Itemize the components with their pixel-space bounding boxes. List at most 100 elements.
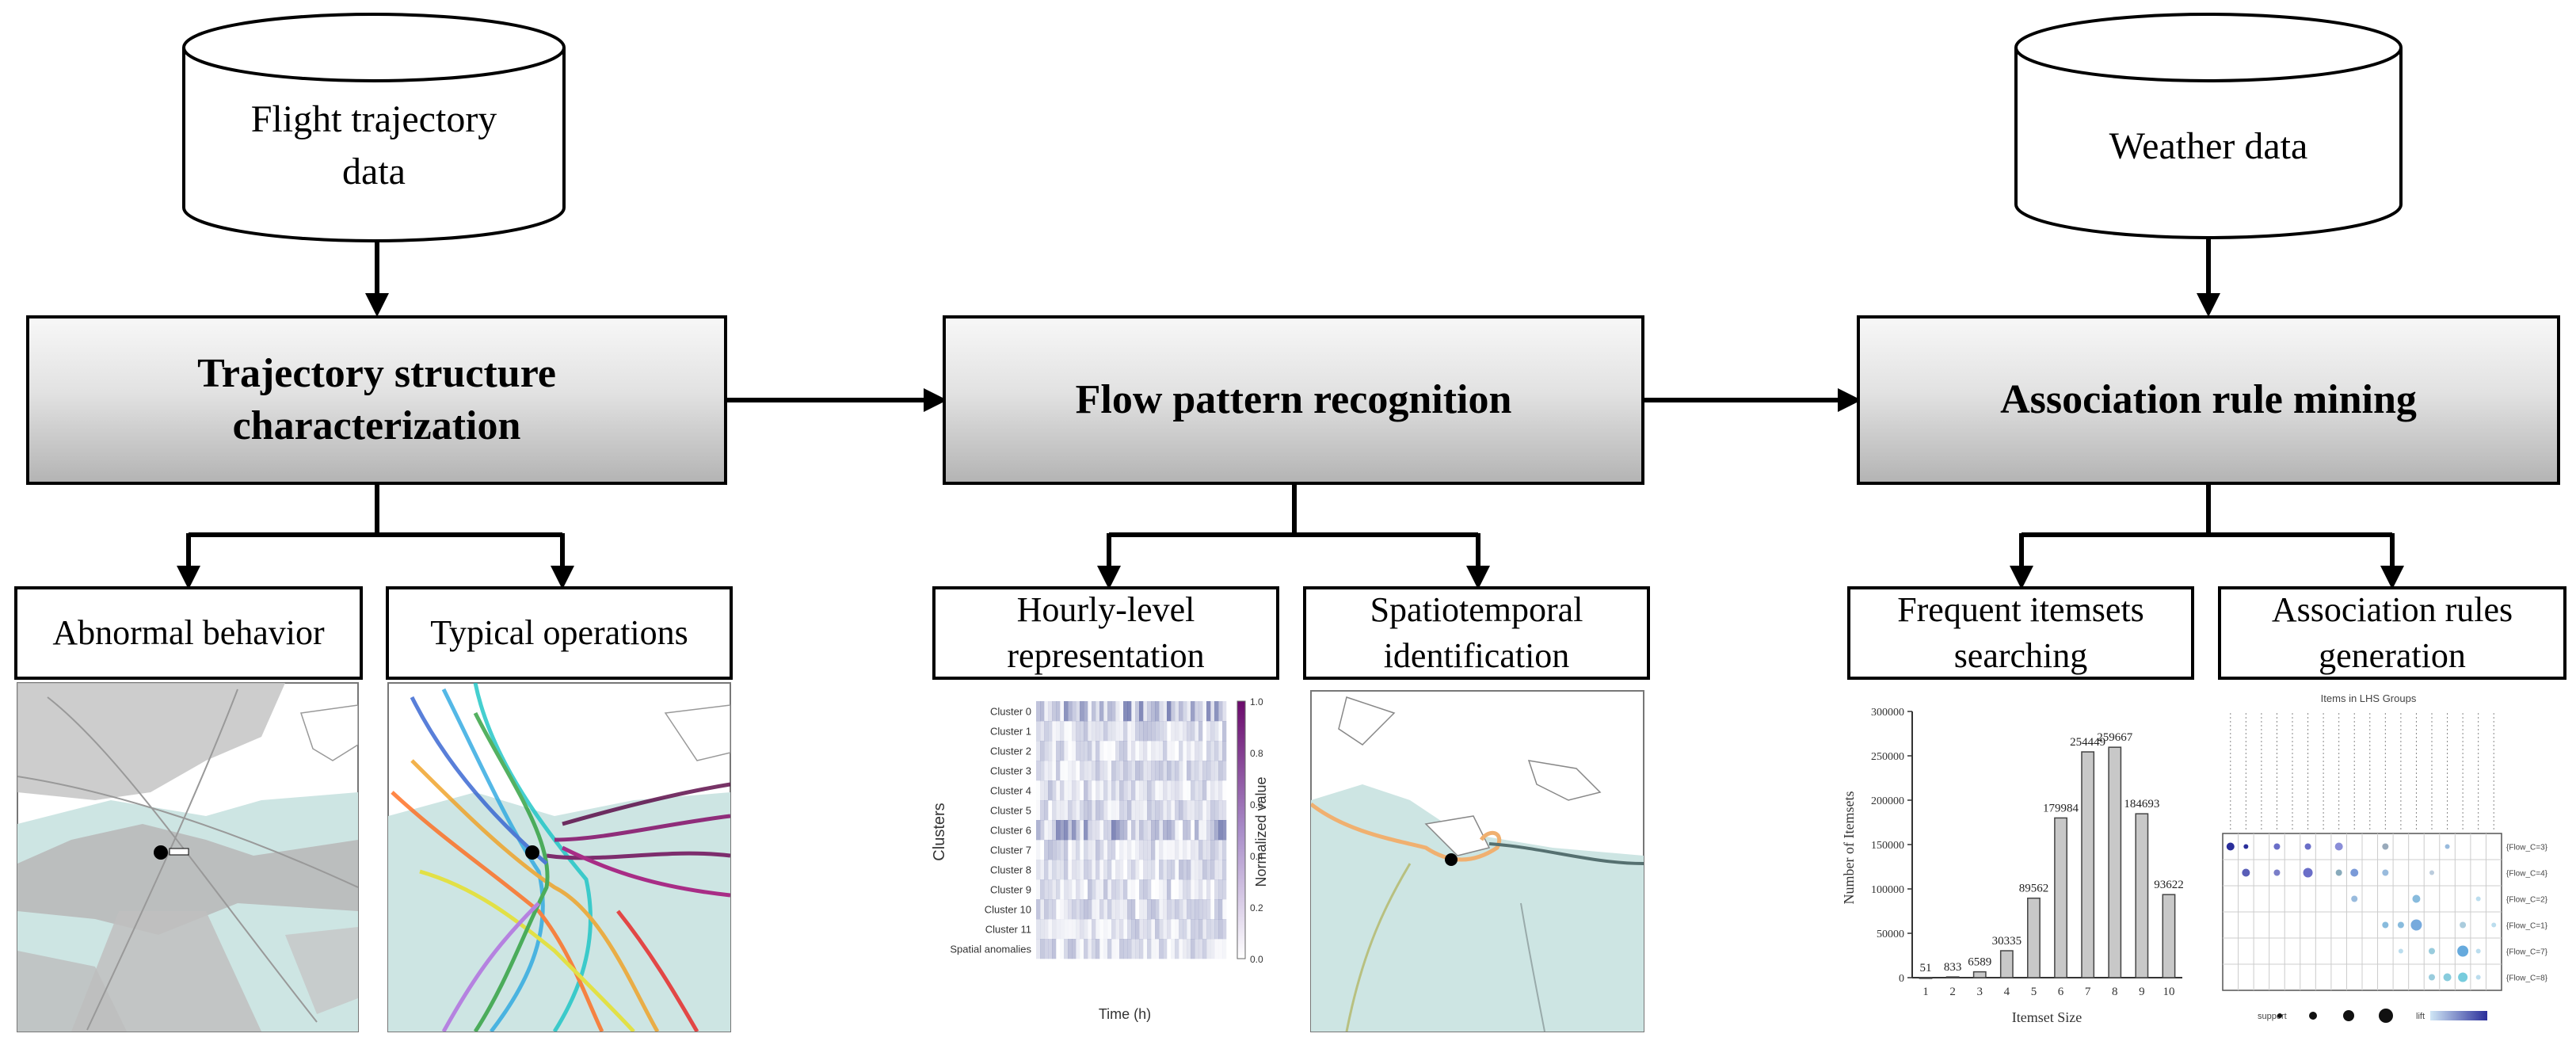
heatmap-cell: [1111, 800, 1116, 821]
bubble: [2226, 842, 2235, 851]
heatmap-cell: [1179, 820, 1183, 840]
heatmap-cell: [1135, 780, 1140, 801]
heatmap-cell: [1183, 741, 1187, 761]
heatmap-cell: [1167, 701, 1172, 722]
bubble: [2243, 844, 2249, 849]
heatmap-cell: [1147, 879, 1152, 900]
heatmap-cell: [1127, 741, 1132, 761]
bar-x-tick: 3: [1977, 986, 1983, 998]
heatmap-cell: [1202, 761, 1207, 781]
heatmap-cell: [1175, 939, 1179, 959]
heatmap-cell: [1159, 701, 1164, 722]
heatmap-cell: [1111, 820, 1116, 841]
heatmap-cell: [1159, 721, 1164, 742]
heatmap-cell: [1099, 919, 1103, 939]
heatmap-cell: [1191, 800, 1195, 821]
heatmap-cell: [1175, 899, 1179, 920]
heatmap-cell: [1210, 840, 1215, 860]
heatmap-cell: [1092, 741, 1096, 761]
heatmap-cell: [1111, 860, 1115, 879]
heatmap-cell: [1111, 780, 1116, 801]
bubble-column-headers: [2230, 713, 2494, 830]
heatmap-cell: [1048, 780, 1053, 801]
heatmap-cell: [1060, 879, 1064, 899]
heatmap-cell: [1131, 919, 1136, 940]
heatmap-cell: [1052, 840, 1057, 860]
heatmap-cell: [1206, 800, 1211, 821]
heatmap-cell: [1206, 899, 1211, 920]
heatmap-cell: [1127, 780, 1132, 801]
heatmap-cell: [1056, 919, 1061, 940]
heatmap-cell: [1096, 800, 1100, 821]
heatmap-cell: [1143, 741, 1148, 761]
heatmap-cell: [1068, 860, 1073, 880]
heatmap-cell: [1048, 800, 1052, 820]
heatmap-cell: [1064, 721, 1068, 741]
heatmap-cell: [1123, 780, 1128, 801]
bubble-row-labels: {Flow_C=3}{Flow_C=4}{Flow_C=2}{Flow_C=1}…: [2506, 844, 2548, 983]
heatmap-cell: [1064, 860, 1069, 880]
heatmap-cell: [1088, 721, 1092, 742]
bar-x-tick: 6: [2058, 986, 2064, 998]
heatmap-cell: [1175, 840, 1179, 860]
heatmap-cell: [1179, 939, 1183, 959]
heatmap-cell: [1123, 919, 1127, 939]
heatmap-cell: [1096, 761, 1100, 781]
heatmap-cell: [1183, 721, 1187, 742]
heatmap-cell: [1123, 879, 1128, 900]
bubble: [2429, 948, 2435, 955]
heatmap-cell: [1147, 840, 1152, 860]
heatmap-cell: [1187, 820, 1191, 841]
heatmap-cell: [1155, 879, 1159, 899]
heatmap-cell: [1060, 939, 1064, 959]
bubble-row-label: {Flow_C=7}: [2506, 948, 2548, 957]
heatmap-cell: [1171, 741, 1176, 761]
heatmap-cell: [1179, 860, 1183, 880]
heatmap-cell: [1099, 741, 1104, 761]
heatmap-cell: [1115, 741, 1120, 761]
bubble: [2475, 896, 2481, 902]
heatmap-cell: [1147, 860, 1152, 880]
heatmap-cell: [1171, 800, 1176, 821]
heatmap-cell: [1187, 919, 1191, 940]
heatmap-cell: [1175, 820, 1179, 841]
heatmap-cell: [1072, 939, 1077, 959]
heatmap-cell: [1111, 701, 1116, 722]
heatmap-row-label: Cluster 3: [990, 765, 1031, 777]
heatmap-cell: [1088, 840, 1092, 860]
heatmap-cell: [1084, 879, 1088, 899]
heatmap-cell: [1167, 879, 1172, 900]
heatmap-row-label: Spatial anomalies: [950, 944, 1031, 955]
heatmap-cell: [1167, 919, 1172, 940]
weather-data-database: [2014, 13, 2403, 239]
legend-support: support: [2258, 1012, 2287, 1021]
weather-database-label: Weather data: [2109, 125, 2308, 167]
heatmap-cell: [1044, 741, 1049, 761]
heatmap-cell: [1131, 800, 1136, 821]
heatmap-cell: [1036, 899, 1041, 920]
heatmap-cell: [1222, 820, 1227, 841]
bar-ylabel: Number of Itemsets: [1841, 791, 1857, 905]
heatmap-cell: [1107, 860, 1112, 880]
heatmap-cell: [1159, 860, 1164, 880]
heatmap-cell: [1143, 860, 1148, 880]
heatmap-cell: [1191, 741, 1195, 761]
heatmap-cell: [1052, 939, 1057, 959]
heatmap-cell: [1175, 701, 1179, 722]
heatmap-cell: [1139, 800, 1144, 821]
heatmap-cell: [1036, 939, 1041, 959]
heatmap-cell: [1218, 780, 1223, 801]
heatmap-cell: [1052, 761, 1056, 780]
heatmap-cell: [1056, 800, 1061, 821]
bar-value-label: 6589: [1968, 956, 1991, 969]
heatmap-cell: [1103, 701, 1108, 722]
heatmap-cell: [1131, 879, 1136, 900]
heatmap-cell: [1052, 899, 1057, 920]
heatmap-cell: [1198, 840, 1203, 860]
heatmap-cell: [1056, 701, 1061, 722]
heatmap-cell: [1056, 879, 1061, 900]
heatmap-cell: [1163, 939, 1168, 959]
heatmap-colorbar: [1237, 700, 1246, 959]
colorbar-tick: 0.8: [1250, 748, 1263, 759]
heatmap-cell: [1044, 879, 1049, 900]
